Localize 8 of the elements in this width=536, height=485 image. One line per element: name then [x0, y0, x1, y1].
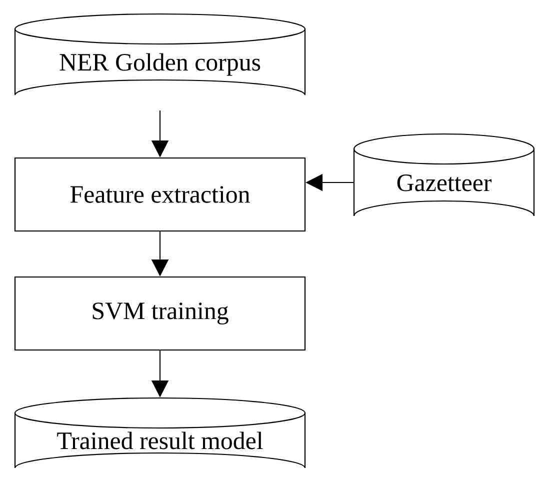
cylinder: NER Golden corpus	[14, 13, 306, 96]
cylinder: Trained result model	[14, 397, 306, 469]
process-box: SVM training	[14, 276, 306, 351]
node-label: Gazetteer	[397, 174, 492, 192]
node-label: Trained result model	[57, 432, 263, 450]
node-label: NER Golden corpus	[60, 53, 260, 76]
process-box: Feature extraction	[14, 157, 306, 232]
cylinder: Gazetteer	[353, 133, 535, 217]
